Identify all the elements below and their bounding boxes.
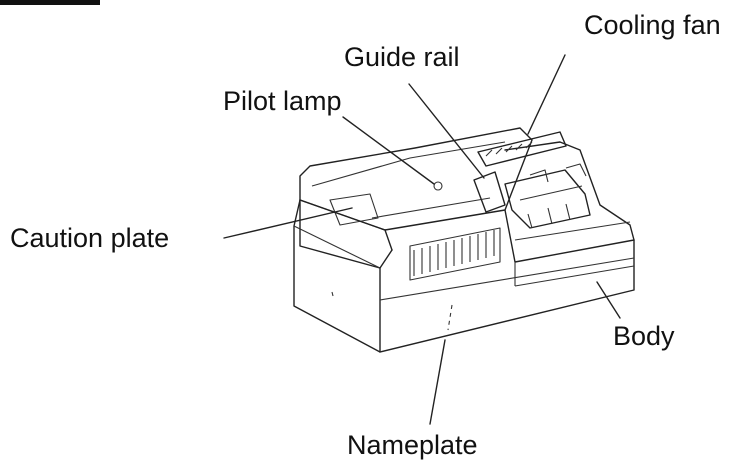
- label-guide-rail: Guide rail: [344, 42, 460, 72]
- label-body: Body: [613, 321, 675, 351]
- pilot-lamp-shape: [433, 181, 443, 191]
- leader-guide-rail: [408, 83, 485, 179]
- cooling-fan-shape: [477, 131, 567, 167]
- leader-nameplate: [429, 339, 446, 425]
- caution-plate-shape: [329, 193, 379, 226]
- leader-pilot-lamp: [342, 116, 435, 185]
- label-cooling-fan: Cooling fan: [584, 10, 721, 40]
- guide-rail-shape: [473, 171, 506, 213]
- label-pilot-lamp: Pilot lamp: [223, 86, 342, 116]
- vents: [409, 227, 501, 281]
- label-caution-plate: Caution plate: [10, 223, 170, 253]
- leader-lines: [223, 54, 621, 425]
- leader-body: [596, 281, 621, 319]
- corner-bar: [0, 0, 100, 5]
- charger-drawing: [293, 127, 635, 353]
- nameplate-hidden-line: [447, 304, 453, 331]
- leader-cooling-fan: [527, 54, 566, 135]
- label-nameplate: Nameplate: [347, 430, 478, 460]
- leader-caution-plate: [223, 207, 353, 239]
